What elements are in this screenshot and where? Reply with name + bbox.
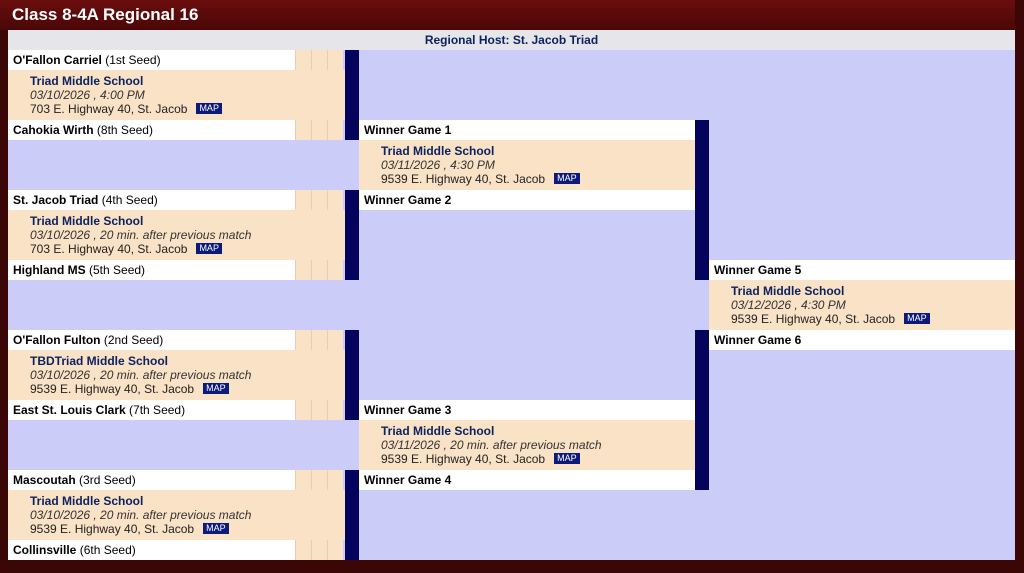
map-link[interactable]: MAP <box>196 243 222 254</box>
score-cells <box>295 330 343 350</box>
winner-slot: Winner Game 3 <box>359 400 695 420</box>
bracket-connector <box>345 190 359 280</box>
map-link[interactable]: MAP <box>203 383 229 394</box>
bracket-connector <box>695 330 709 490</box>
team-slot: Mascoutah (3rd Seed) <box>8 470 295 490</box>
team-slot: O'Fallon Carriel (1st Seed) <box>8 50 295 70</box>
team-slot: East St. Louis Clark (7th Seed) <box>8 400 295 420</box>
score-cells <box>295 540 343 560</box>
team-slot: Cahokia Wirth (8th Seed) <box>8 120 295 140</box>
bracket-area: Regional Host: St. Jacob Triad O'Fallon … <box>8 30 1015 560</box>
score-cells <box>295 400 343 420</box>
map-link[interactable]: MAP <box>554 173 580 184</box>
score-cells <box>295 470 343 490</box>
regional-host: Regional Host: St. Jacob Triad <box>8 30 1015 50</box>
game-info: Triad Middle School 03/10/2026 , 4:00 PM… <box>8 70 345 120</box>
bracket-connector <box>345 50 359 140</box>
score-cells <box>295 260 343 280</box>
team-slot: O'Fallon Fulton (2nd Seed) <box>8 330 295 350</box>
map-link[interactable]: MAP <box>904 313 930 324</box>
bracket-connector <box>345 470 359 560</box>
map-link[interactable]: MAP <box>196 103 222 114</box>
game-info: Triad Middle School 03/11/2026 , 20 min.… <box>359 420 695 470</box>
game-info: Triad Middle School 03/10/2026 , 20 min.… <box>8 210 345 260</box>
winner-slot: Winner Game 5 <box>709 260 1015 280</box>
score-cells <box>295 190 343 210</box>
game-info: Triad Middle School 03/12/2026 , 4:30 PM… <box>709 280 1015 330</box>
bracket-connector <box>345 330 359 420</box>
winner-slot: Winner Game 1 <box>359 120 695 140</box>
bracket-title: Class 8-4A Regional 16 <box>0 0 1015 30</box>
winner-slot: Winner Game 6 <box>709 330 1015 350</box>
bracket-connector <box>695 120 709 280</box>
winner-slot: Winner Game 2 <box>359 190 695 210</box>
winner-slot: Winner Game 4 <box>359 470 695 490</box>
score-cells <box>295 120 343 140</box>
game-info: Triad Middle School 03/11/2026 , 4:30 PM… <box>359 140 695 190</box>
team-slot: Highland MS (5th Seed) <box>8 260 295 280</box>
score-cells <box>295 50 343 70</box>
team-slot: Collinsville (6th Seed) <box>8 540 295 560</box>
team-slot: St. Jacob Triad (4th Seed) <box>8 190 295 210</box>
game-info: Triad Middle School 03/10/2026 , 20 min.… <box>8 490 345 540</box>
map-link[interactable]: MAP <box>203 523 229 534</box>
map-link[interactable]: MAP <box>554 453 580 464</box>
game-info: TBDTriad Middle School 03/10/2026 , 20 m… <box>8 350 345 400</box>
